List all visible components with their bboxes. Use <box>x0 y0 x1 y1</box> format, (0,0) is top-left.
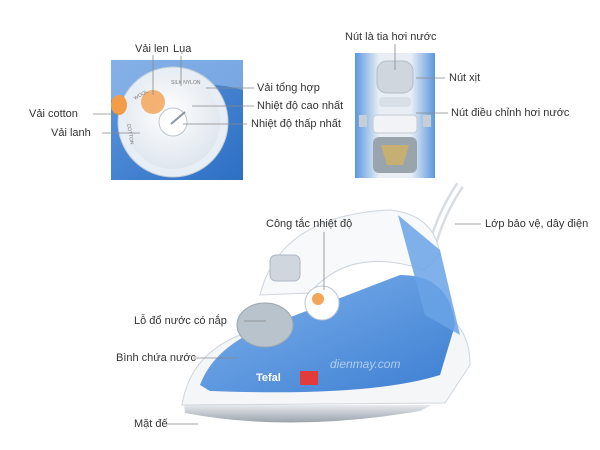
label-nhiet-do-cao-nhat: Nhiệt độ cao nhất <box>257 100 344 112</box>
iron-photo: Tefal <box>181 182 471 423</box>
label-lo-do-nuoc-co-nap: Lỗ đổ nước có nắp <box>134 315 227 327</box>
steam-buttons-photo <box>355 53 435 178</box>
label-nut-xit: Nút xịt <box>449 72 481 84</box>
svg-text:Tefal: Tefal <box>256 372 281 384</box>
label-cong-tac-nhiet-do: Công tắc nhiệt độ <box>266 218 353 230</box>
label-vai-len: Vải len <box>135 43 169 55</box>
label-nut-dieu-chinh-hoi-nuoc: Nút điều chỉnh hơi nước <box>451 107 570 119</box>
dial-closeup-photo: WOOL SILK NYLON COTTON <box>111 60 243 180</box>
svg-text:SILK NYLON: SILK NYLON <box>171 80 201 86</box>
label-lua: Lụa <box>173 43 192 55</box>
label-vai-lanh: Vải lanh <box>51 127 91 139</box>
label-nut-la-tia-hoi-nuoc: Nút là tia hơi nước <box>345 31 437 43</box>
label-nhiet-do-thap-nhat: Nhiệt độ thấp nhất <box>251 118 341 130</box>
label-lop-bao-ve-day-dien: Lớp bảo vệ, dây điện <box>485 218 589 230</box>
label-mat-de: Mặt đế <box>134 418 168 430</box>
watermark-text: dienmay.com <box>330 357 401 371</box>
label-vai-cotton: Vải cotton <box>29 108 78 120</box>
label-binh-chua-nuoc: Bình chứa nước <box>116 352 197 364</box>
label-vai-tong-hop: Vải tổng hợp <box>257 82 320 94</box>
svg-text:COTTON: COTTON <box>125 123 135 145</box>
